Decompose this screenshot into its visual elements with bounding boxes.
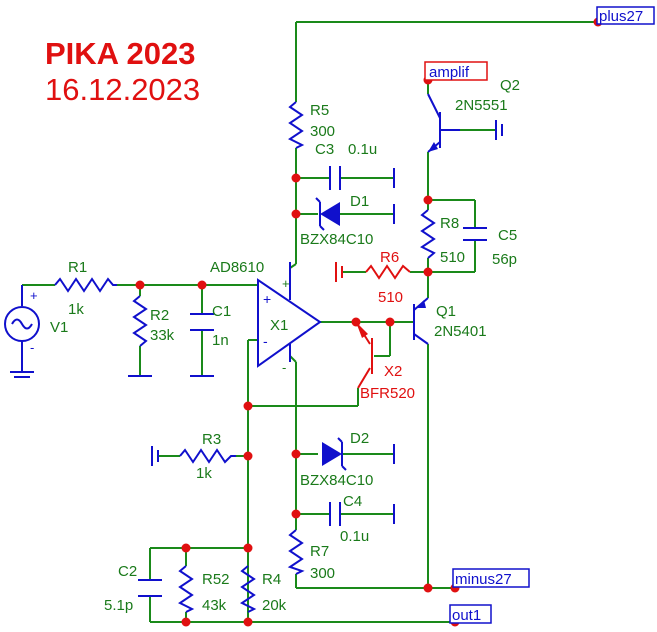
x2-model: BFR520 [360,385,415,402]
r6-value: 510 [378,289,403,306]
r7-resistor-symbol [287,529,305,575]
c2-value: 5.1p [104,597,133,614]
d2-model: BZX84C10 [300,472,373,489]
svg-text:amplif: amplif [429,64,470,81]
c4-capacitor-symbol [329,502,395,526]
net-flag-plus27: plus27 [596,6,655,25]
r6-resistor-symbol [335,262,411,282]
v1-minus-sign: - [30,340,34,355]
r1-label: R1 [68,259,87,276]
q2-npn-transistor-symbol [427,93,503,153]
svg-text:plus27: plus27 [599,8,643,25]
r4-value: 20k [262,597,287,614]
c3-capacitor-symbol [329,166,395,190]
r2-label: R2 [150,307,169,324]
x1-supply-plus-sign: + [282,276,290,291]
r1-value: 1k [68,301,84,318]
x1-model: AD8610 [210,259,264,276]
d2-label: D2 [350,430,369,447]
r8-resistor-symbol [420,209,436,259]
x1-opamp-symbol [257,262,322,368]
c5-label: C5 [498,227,517,244]
net-flag-amplif: amplif [424,61,488,81]
d1-model: BZX84C10 [300,231,373,248]
r8-value: 510 [440,249,465,266]
q1-label: Q1 [436,303,456,320]
x2-transistor-symbol [355,321,373,389]
v1-plus-sign: + [30,288,38,303]
schematic-title: PIKA 2023 [45,36,196,71]
c1-value: 1n [212,332,229,349]
r7-label: R7 [310,543,329,560]
net-flag-out1: out1 [449,604,492,624]
d1-label: D1 [350,193,369,210]
svg-text:minus27: minus27 [455,571,512,588]
q2-model: 2N5551 [455,97,508,114]
net-flag-minus27: minus27 [452,568,530,588]
v1-label: V1 [50,319,68,336]
r3-value: 1k [196,465,212,482]
r52-value: 43k [202,597,227,614]
c1-capacitor-symbol [190,313,214,377]
q1-model: 2N5401 [434,323,487,340]
r1-resistor-symbol [54,277,117,293]
c1-label: C1 [212,303,231,320]
r7-value: 300 [310,565,335,582]
q2-label: Q2 [500,77,520,94]
wires [22,21,598,623]
c3-label: C3 [315,141,334,158]
r52-label: R52 [202,571,230,588]
schematic-date: 16.12.2023 [45,72,200,107]
x1-minus-sign: - [263,333,268,349]
r4-label: R4 [262,571,281,588]
c5-value: 56p [492,251,517,268]
c2-capacitor-symbol [138,579,162,597]
r5-resistor-symbol [288,101,305,149]
v1-source-symbol: + - [4,285,40,378]
r5-label: R5 [310,102,329,119]
d1-zener-symbol [315,197,395,231]
c4-value: 0.1u [340,528,369,545]
x2-label: X2 [384,363,402,380]
c5-capacitor-symbol [463,227,487,241]
r3-label: R3 [202,431,221,448]
r5-value: 300 [310,123,335,140]
c3-value: 0.1u [348,141,377,158]
r52-resistor-symbol [178,565,195,613]
r3-resistor-symbol [151,446,236,466]
d2-zener-symbol [322,437,395,471]
r2-resistor-symbol [132,295,148,347]
c4-label: C4 [343,493,362,510]
x1-label: X1 [270,317,288,334]
x1-plus-sign: + [263,291,271,307]
r2-value: 33k [150,327,175,344]
q1-pnp-transistor-symbol [413,297,429,345]
r4-resistor-symbol [240,565,257,613]
x1-supply-minus-sign: - [282,360,286,375]
c2-label: C2 [118,563,137,580]
svg-text:out1: out1 [452,607,481,624]
r6-label: R6 [380,249,399,266]
r8-label: R8 [440,215,459,232]
